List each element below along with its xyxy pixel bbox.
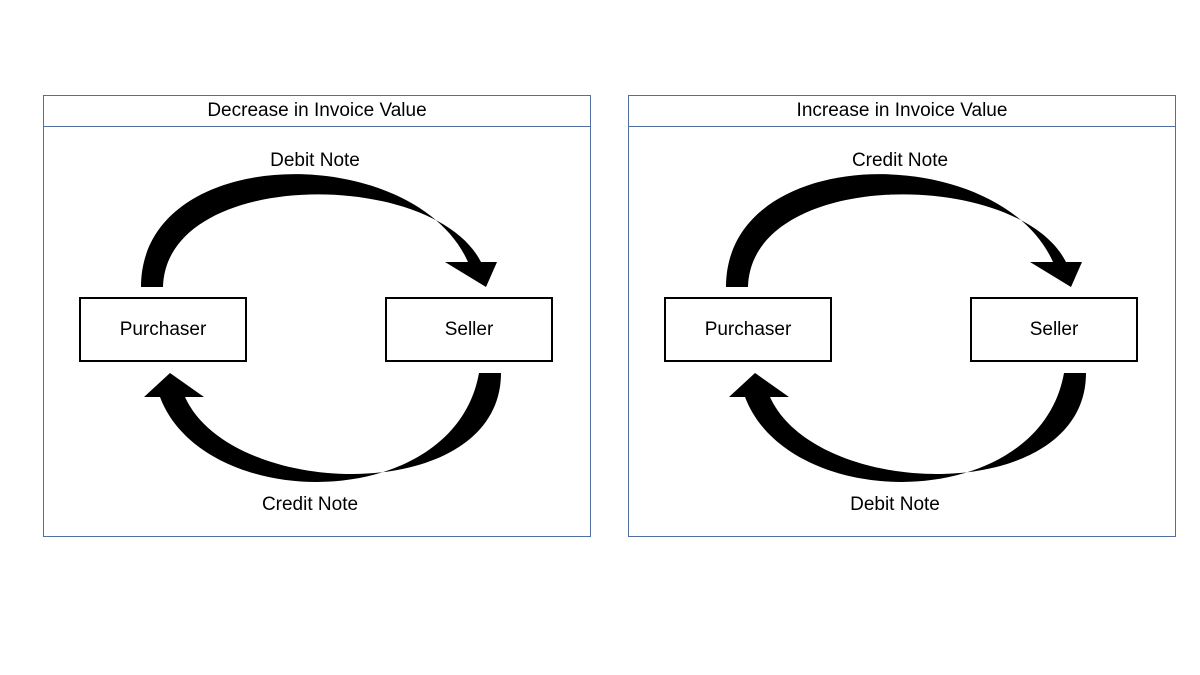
bottom-arrow-label: Debit Note [850,494,940,515]
top-curved-arrow [141,174,497,287]
flow-arrows [141,174,501,482]
bottom-curved-arrow [729,373,1086,482]
purchaser-box: Purchaser [664,297,832,362]
bottom-arrow-label: Credit Note [261,494,359,515]
purchaser-box: Purchaser [79,297,247,362]
top-curved-arrow [726,174,1082,287]
top-arrow-label: Credit Note [851,150,949,171]
panel-title: Decrease in Invoice Value [44,96,590,127]
top-arrow-label: Debit Note [270,150,360,171]
flow-arrows [726,174,1086,482]
decrease-invoice-panel: Decrease in Invoice Value Debit Note Cre… [43,95,591,537]
bottom-curved-arrow [144,373,501,482]
increase-invoice-panel: Increase in Invoice Value Credit Note De… [628,95,1176,537]
seller-box: Seller [385,297,553,362]
panel-title: Increase in Invoice Value [629,96,1175,127]
seller-box: Seller [970,297,1138,362]
